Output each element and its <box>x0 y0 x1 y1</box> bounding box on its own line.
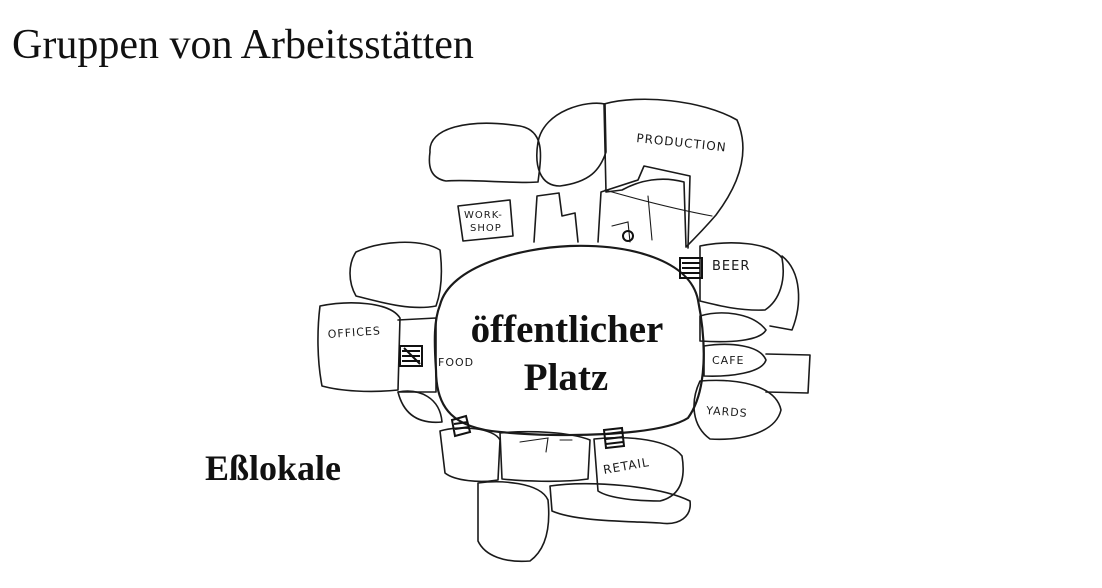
hatch-marker-beer <box>679 257 703 279</box>
block-right-middle <box>699 312 767 343</box>
hatch-marker-top <box>622 230 634 242</box>
hatch-marker-retail <box>602 426 626 450</box>
block-production-divider <box>604 189 713 217</box>
label-beer: BEER <box>712 259 750 274</box>
block-top-left <box>428 122 542 184</box>
label-retail: RETAIL <box>602 455 650 477</box>
block-retail <box>593 436 684 502</box>
bottom-building-detail <box>519 437 573 453</box>
block-bottom-lower-right <box>549 482 691 525</box>
block-bottom-left <box>439 427 501 483</box>
building-cluster-right <box>597 165 691 249</box>
eating-places-label: Eßlokale <box>205 448 341 488</box>
label-workshop-line1: WORK- <box>464 210 503 221</box>
block-left-lower <box>397 390 443 424</box>
block-left-upper <box>349 241 443 309</box>
block-top-middle <box>536 102 607 187</box>
label-food: FOOD <box>438 356 474 369</box>
block-workshop <box>457 199 514 242</box>
label-workshop-line2: SHOP <box>470 223 502 234</box>
block-right-edge <box>769 255 800 331</box>
hatch-marker-bottom-left <box>450 414 472 438</box>
label-cafe: CAFE <box>712 354 744 367</box>
hatch-marker-food <box>399 345 423 367</box>
block-yards <box>693 379 782 441</box>
block-production <box>603 98 744 248</box>
label-offices: OFFICES <box>327 324 381 341</box>
block-right-far <box>765 353 811 394</box>
page-title: Gruppen von Arbeitsstätten <box>12 22 474 68</box>
label-yards: YARDS <box>705 404 748 420</box>
building-cluster-left <box>533 192 579 243</box>
public-square-outline <box>433 244 705 437</box>
block-bottom-lower-left <box>477 481 550 563</box>
label-production: PRODUCTION <box>636 131 728 154</box>
public-square-label-line2: Platz <box>524 356 608 399</box>
building-cluster-detail <box>611 195 653 243</box>
block-offices <box>317 302 401 393</box>
block-cafe <box>703 343 767 377</box>
block-bottom-middle <box>499 430 591 483</box>
public-square-label-line1: öffentlicher <box>471 308 664 351</box>
block-beer <box>699 242 784 311</box>
